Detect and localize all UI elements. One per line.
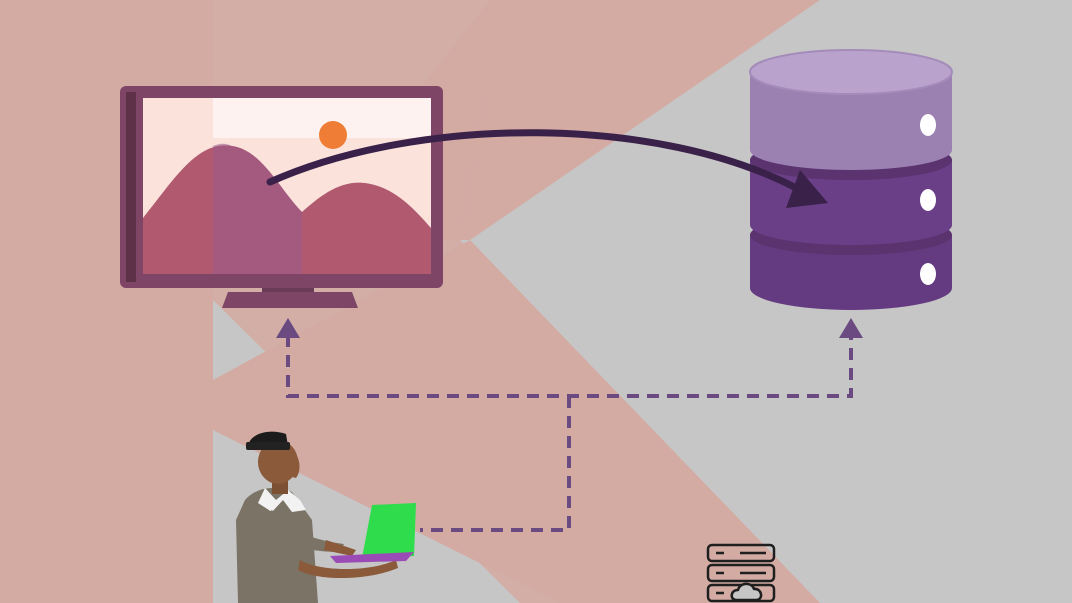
sun-shape	[319, 121, 347, 149]
monitor-image-icon	[120, 86, 443, 308]
person-illustration	[236, 431, 398, 603]
background-diagonal-band	[213, 240, 820, 603]
database-icon	[749, 49, 953, 310]
cloud-server-icon	[706, 543, 776, 603]
laptop-icon	[330, 503, 416, 563]
connector-arrowheads	[276, 318, 863, 338]
upload-arrow	[266, 129, 828, 208]
dashed-connector	[286, 335, 853, 532]
arrowhead-monitor	[276, 318, 300, 338]
arrowhead-database	[839, 318, 863, 338]
